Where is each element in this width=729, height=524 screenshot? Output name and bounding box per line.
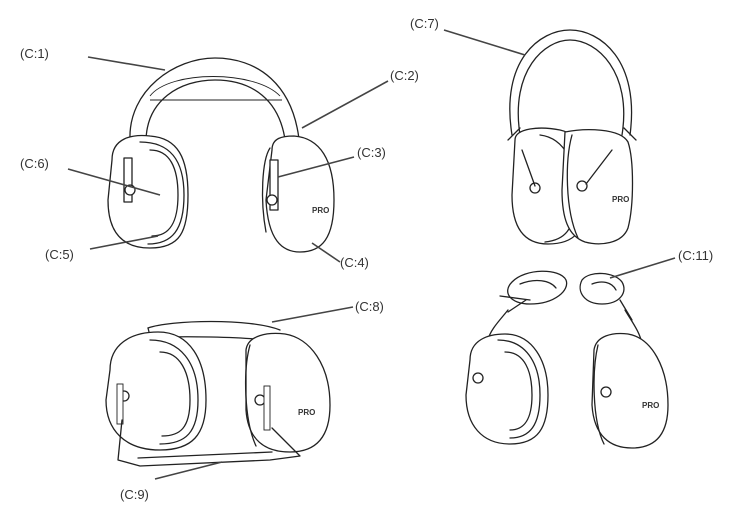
- earmuff-folded-view: PRO: [507, 29, 637, 245]
- helmet-left-cup: [465, 333, 549, 445]
- left-cushion: [139, 141, 185, 245]
- folded-right-cup: [561, 129, 634, 245]
- callout-c11: (C:11): [678, 248, 713, 263]
- callout-c8: (C:8): [355, 299, 384, 314]
- callout-c2: (C:2): [390, 68, 419, 83]
- callout-c7: (C:7): [410, 16, 439, 31]
- svg-text:PRO: PRO: [298, 408, 315, 417]
- svg-text:PRO: PRO: [642, 401, 659, 410]
- neckband-right-cup: [245, 332, 331, 453]
- folded-headband-inner: [517, 39, 625, 136]
- callout-c3: (C:3): [357, 145, 386, 160]
- neckband-lower-wire: [117, 419, 301, 467]
- right-cup-shell: [265, 135, 335, 253]
- callout-c1: (C:1): [20, 46, 49, 61]
- headband-inner: [145, 79, 287, 149]
- helmet-right-cup: [591, 332, 669, 449]
- folded-headband-outer: [509, 29, 633, 136]
- callout-c5: (C:5): [45, 247, 74, 262]
- right-helmet-clip: [579, 272, 625, 305]
- headband-outer: [129, 57, 301, 151]
- callout-c6: (C:6): [20, 156, 49, 171]
- earmuff-headband-front-view: PRO: [107, 57, 335, 253]
- neckband-strap: [147, 320, 281, 331]
- neckband-left-cup: [105, 331, 207, 451]
- callout-c4: (C:4): [340, 255, 369, 270]
- left-helmet-clip: [507, 270, 568, 305]
- earmuff-helmet-mount-view: PRO: [465, 270, 669, 449]
- earmuff-neckband-view: PRO: [105, 320, 331, 467]
- cup-logo-right: PRO: [312, 206, 329, 215]
- callout-c9: (C:9): [120, 487, 149, 502]
- svg-text:PRO: PRO: [612, 195, 629, 204]
- callout-leaders: [67, 29, 676, 480]
